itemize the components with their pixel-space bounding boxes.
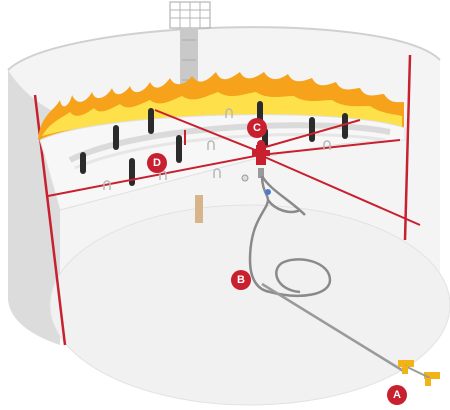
valve-icon	[252, 140, 270, 178]
roof-seal-ring	[68, 122, 391, 163]
marker-A[interactable]: A	[387, 385, 407, 405]
marker-A-label: A	[393, 389, 401, 401]
marker-C-label: C	[253, 122, 261, 134]
foam-distribution-pipes	[47, 109, 421, 226]
roof-hooks	[103, 108, 331, 190]
swivel-joint	[265, 189, 271, 195]
tank-floor	[49, 204, 450, 406]
marker-D-label: D	[153, 157, 161, 169]
outlet-pipe	[261, 282, 440, 379]
marker-C[interactable]: C	[247, 118, 267, 138]
swivel-joint-2	[241, 174, 249, 182]
roof-support-post	[195, 195, 203, 223]
flame-icon	[38, 72, 404, 140]
marker-D[interactable]: D	[147, 153, 167, 173]
tank-rim	[7, 26, 441, 71]
marker-B[interactable]: B	[231, 270, 251, 290]
tank-edge-right	[403, 54, 412, 241]
nozzle-icon	[402, 366, 431, 386]
marker-B-label: B	[237, 274, 245, 286]
